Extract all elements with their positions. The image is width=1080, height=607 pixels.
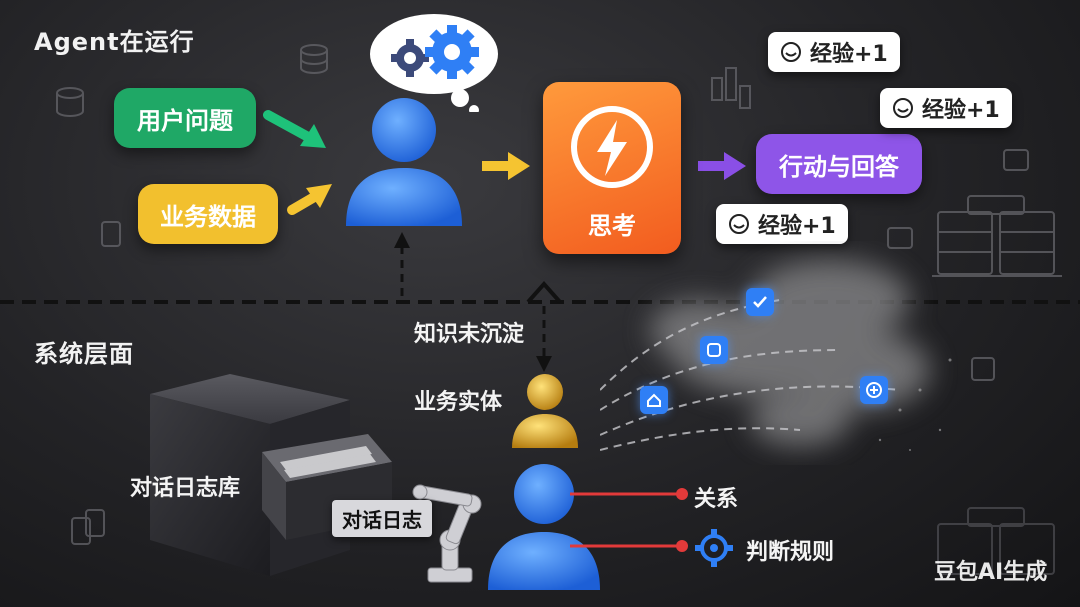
arrow-purple [698,152,746,180]
business-entity-label: 业务实体 [414,390,503,415]
flow-arrows [263,110,746,296]
server-icon [937,507,1055,575]
gear-icon [695,529,733,567]
experience-badge-2: 经验+1 [880,88,1012,128]
gear-icon [425,25,479,79]
think-box: 思考 [543,82,681,254]
user-question-pill: 用户问题 [114,88,256,148]
business-data-pill: 业务数据 [138,184,278,244]
agent-person-icon [346,98,462,226]
action-answer-pill: 行动与回答 [756,134,922,194]
database-icon [56,87,84,117]
bars-icon [711,67,751,109]
arrow-dashed-up [394,232,410,296]
experience-badge-text: 经验+1 [758,214,836,239]
business-entity-person-icon [512,374,578,448]
arrow-yellow-2 [482,152,530,180]
experience-badge-1: 经验+1 [768,32,900,72]
gear-icon [391,39,429,77]
section-divider [0,300,1080,304]
chat-smile-icon [781,42,801,62]
relation-label: 关系 [694,487,739,512]
card-icon [71,517,91,545]
home-icon [640,386,668,414]
check-list-icon [746,288,774,316]
robot-arm-icon [412,484,482,583]
chat-smile-icon [893,98,913,118]
window-icon [887,227,913,249]
knowledge-note: 知识未沉淀 [414,322,525,347]
smoke-cloud [600,260,952,451]
arrow-green [263,110,326,148]
experience-badge-text: 经验+1 [810,42,888,67]
rules-label: 判断规则 [746,540,835,565]
knowledge-arrow [526,280,562,372]
experience-badge-text: 经验+1 [922,98,1000,123]
experience-badge-3: 经验+1 [716,204,848,244]
relation-lines [570,488,688,552]
lightning-icon [571,106,653,188]
thought-bubble [370,14,498,112]
phone-icon [101,221,121,247]
dialog-db-label: 对话日志库 [130,476,241,501]
database-icon [300,44,328,74]
square-icon [971,357,995,381]
watermark: 豆包AI生成 [934,560,1048,585]
dialog-log-tag: 对话日志 [332,500,432,537]
link-icon [700,336,728,364]
section-title-bottom: 系统层面 [34,340,134,368]
plus-circle-icon [860,376,888,404]
window-icon [1003,149,1029,171]
think-label: 思考 [588,212,636,240]
arrow-yellow-1 [287,184,332,215]
chat-smile-icon [729,214,749,234]
server-icon [932,195,1062,277]
section-title-top: Agent在运行 [34,28,195,56]
